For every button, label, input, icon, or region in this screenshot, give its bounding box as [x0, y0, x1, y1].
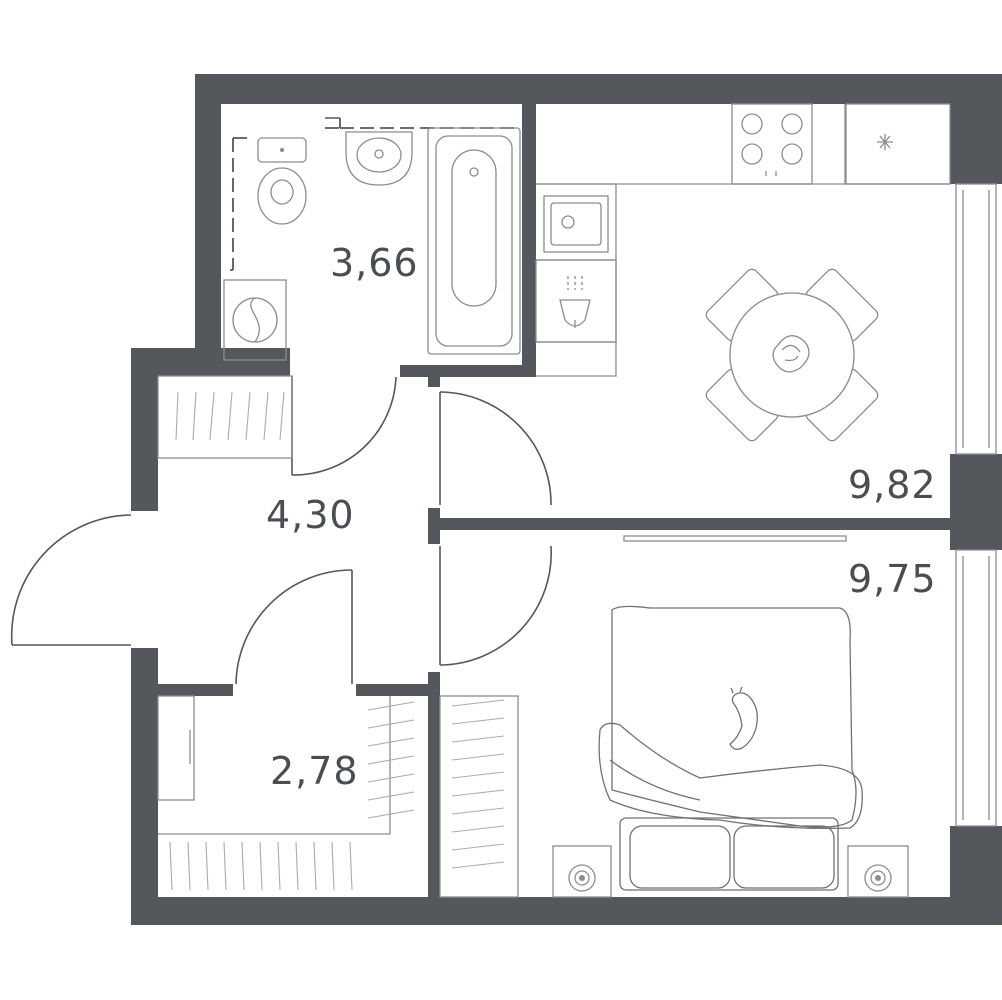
- bedroom: 9,75: [439, 535, 937, 898]
- kitchen-area: 9,82: [848, 463, 937, 507]
- left-nightstand-icon: [552, 845, 612, 898]
- bedroom-closet: [439, 695, 519, 898]
- dishwasher-icon: [535, 259, 617, 343]
- cat-icon: [729, 686, 758, 750]
- fridge-icon: [845, 103, 951, 185]
- hallway: 4,30: [157, 375, 355, 537]
- bathroom-area: 3,66: [330, 241, 419, 285]
- toilet-icon: [257, 137, 307, 225]
- bedroom-area: 9,75: [848, 557, 937, 601]
- right-nightstand-icon: [847, 845, 909, 898]
- tv-icon: [623, 535, 847, 542]
- wardrobe-area: 2,78: [270, 749, 359, 793]
- bathtub-icon: [427, 127, 521, 355]
- bathroom: 3,66: [223, 117, 521, 361]
- stove-icon: [731, 103, 813, 185]
- hallway-area: 4,30: [266, 493, 355, 537]
- dining-table-icon: [705, 268, 879, 442]
- sink-icon: [345, 131, 413, 186]
- kitchen: 9,82: [535, 103, 951, 507]
- bed-icon: [598, 605, 863, 891]
- wardrobe-room: 2,78: [157, 695, 415, 891]
- windows: [955, 183, 997, 827]
- washing-machine-icon: [223, 279, 287, 361]
- walls: [131, 74, 1002, 925]
- kitchen-sink-icon: [536, 195, 616, 261]
- hall-wardrobe: [157, 375, 293, 459]
